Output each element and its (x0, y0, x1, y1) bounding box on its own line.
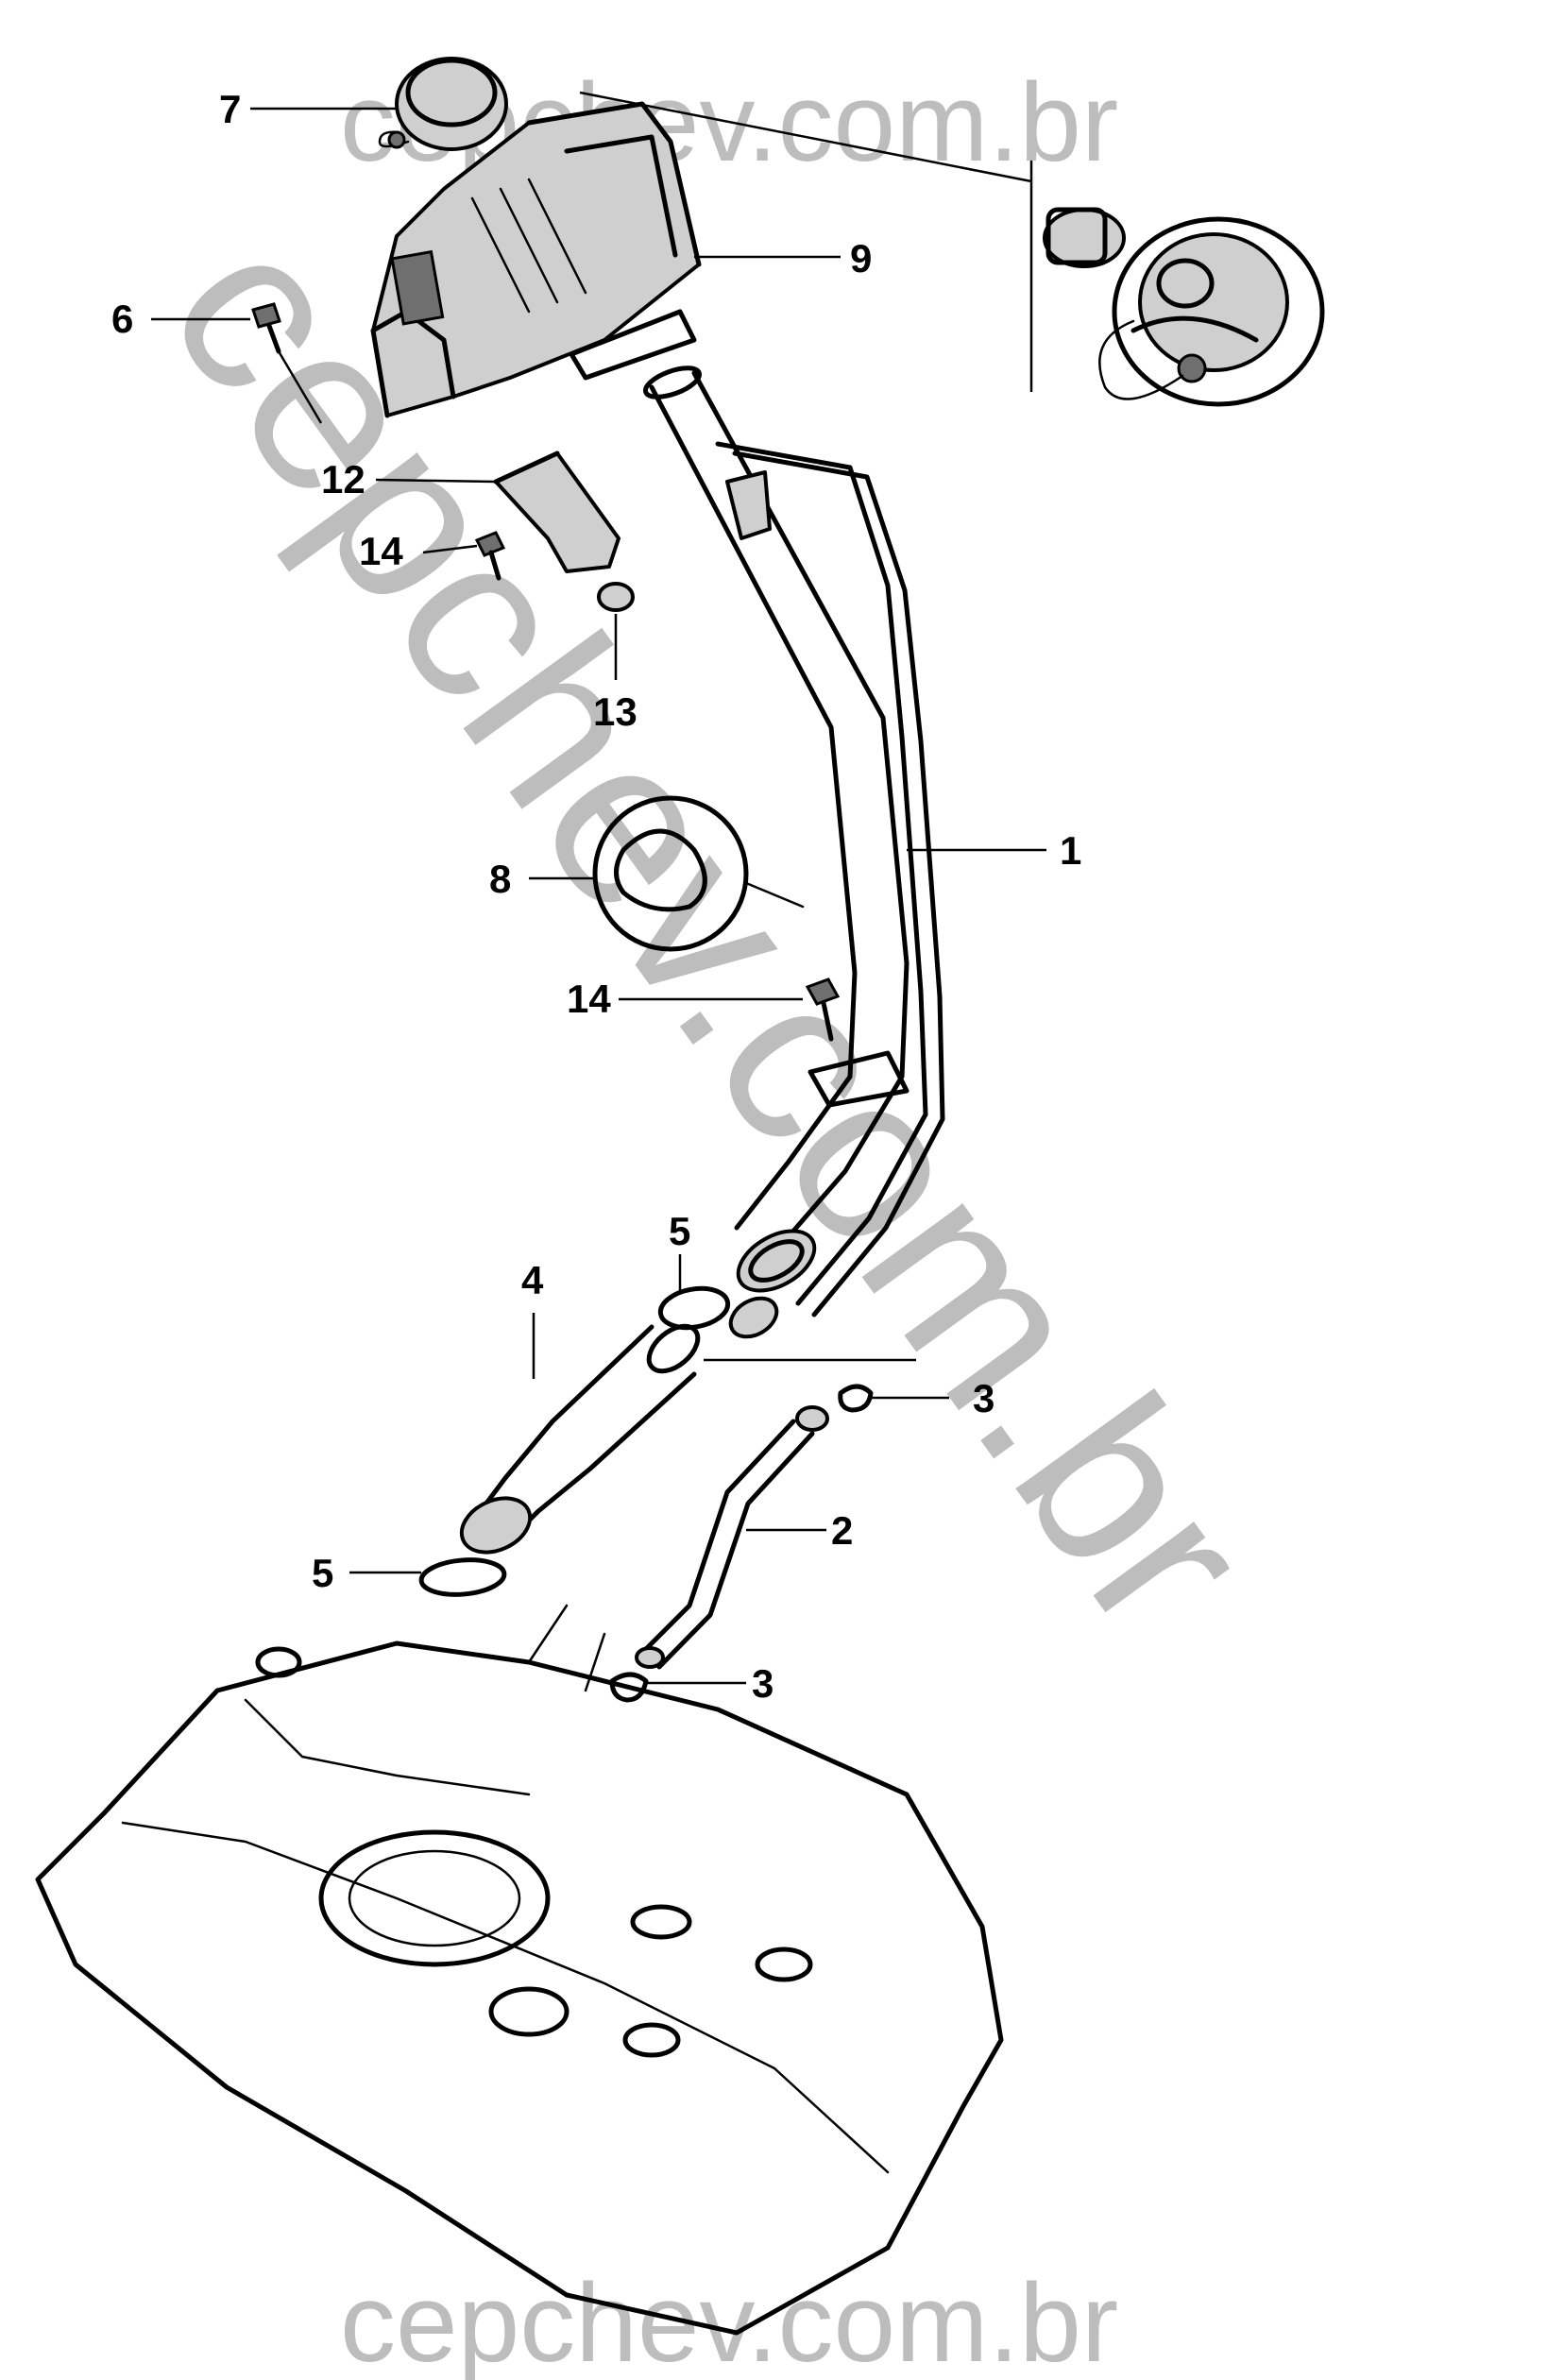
callout-12: 12 (321, 457, 366, 502)
callout-13: 13 (593, 689, 638, 734)
screw (251, 302, 281, 354)
filler-pipe (643, 366, 945, 1339)
callout-6: 6 (111, 297, 133, 341)
callout-1: 1 (1060, 828, 1081, 873)
callout-4: 4 (521, 1258, 544, 1302)
callout-9: 9 (850, 236, 872, 280)
hose-clamp-upper (657, 1285, 731, 1331)
leader-lines (151, 91, 1046, 1685)
vent-clamp-lower (609, 1672, 649, 1703)
callout-8: 8 (489, 857, 511, 901)
vent-tube (635, 1405, 829, 1670)
grommet (597, 582, 635, 612)
bolt-upper (474, 531, 506, 581)
callout-3-lower: 3 (752, 1661, 774, 1706)
callout-14-lower: 14 (567, 977, 611, 1021)
deflector (493, 450, 620, 573)
hose-clamp-lower (418, 1557, 507, 1597)
callout-2: 2 (831, 1508, 853, 1553)
callout-labels: 7 9 6 12 14 13 1 8 14 5 4 3 2 5 3 (111, 87, 1081, 1706)
bolt-lower (805, 978, 841, 1042)
filler-housing (370, 101, 702, 418)
watermark-bottom: cepchev.com.br (340, 2261, 1118, 2380)
watermark-diagonal: cepchev.com.br (120, 186, 1302, 1675)
vent-clamp-upper (838, 1384, 874, 1413)
callout-14-upper: 14 (359, 529, 403, 573)
callout-7: 7 (219, 87, 241, 131)
fuel-cap-small (378, 57, 508, 151)
fuel-tank (35, 1604, 1004, 2336)
callout-3-upper: 3 (973, 1376, 994, 1420)
seal-ring-detail (592, 795, 805, 952)
callout-5-upper: 5 (669, 1209, 690, 1253)
callout-5-lower: 5 (312, 1551, 333, 1595)
rubber-hose (459, 1323, 701, 1555)
fuel-cap-assembly (1043, 207, 1325, 407)
